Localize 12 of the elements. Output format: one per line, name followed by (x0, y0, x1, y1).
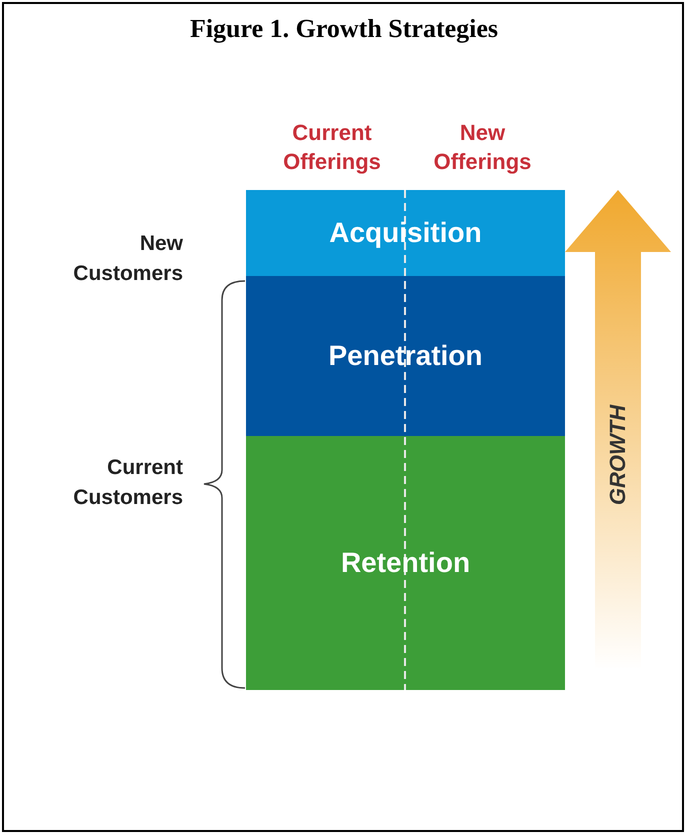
strategy-band (246, 436, 565, 690)
arrow-label: GROWTH (605, 404, 631, 506)
band-label: Retention (340, 547, 470, 579)
title: Figure 1. Growth Strategies (188, 14, 500, 44)
row-heading: Current Customers (72, 455, 183, 511)
column-heading: New Offerings (432, 119, 532, 176)
band-label: Penetration (328, 340, 483, 372)
row-heading: New Customers (72, 231, 183, 287)
column-heading: Current Offerings (282, 119, 382, 176)
strategy-band (246, 190, 565, 276)
strategy-band (246, 276, 565, 436)
band-label: Acquisition (329, 217, 482, 249)
